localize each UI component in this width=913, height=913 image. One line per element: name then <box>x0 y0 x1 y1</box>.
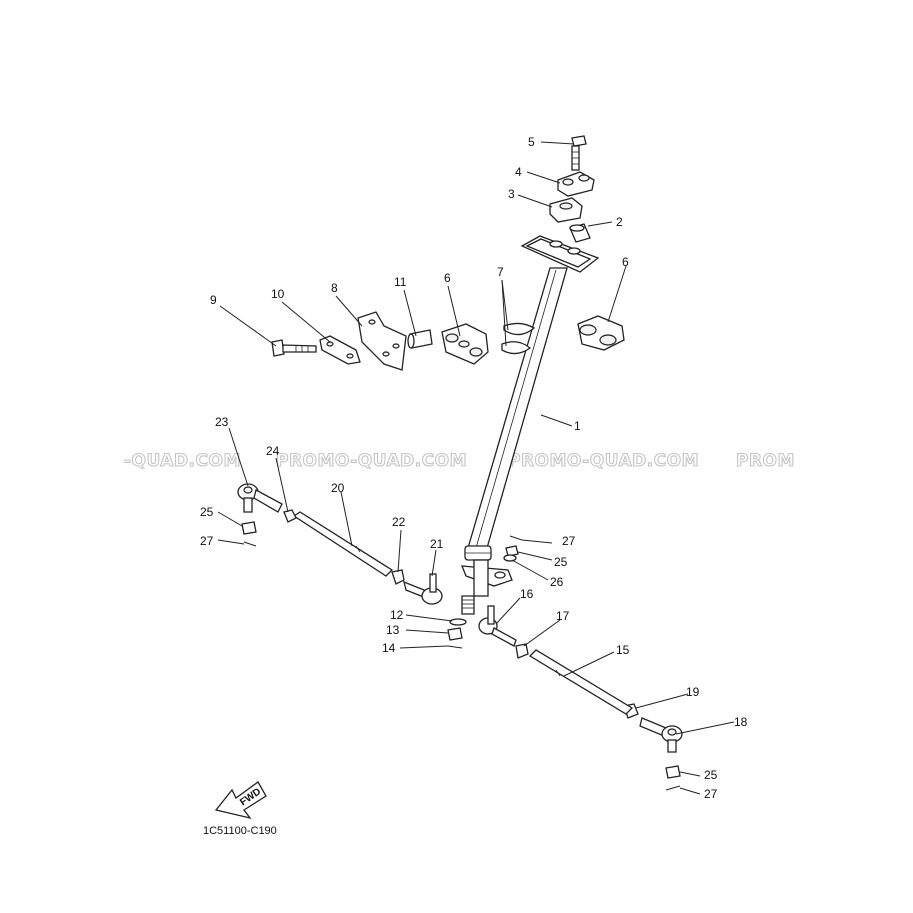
callout-25-left: 25 <box>200 505 214 519</box>
callout-20: 20 <box>331 481 345 495</box>
callout-27-left: 27 <box>200 534 214 548</box>
fwd-arrow-icon: FWD <box>214 781 267 820</box>
callout-6-left: 6 <box>444 271 451 285</box>
part-2-bushing <box>569 223 591 243</box>
callout-23: 23 <box>215 415 229 429</box>
part-20-tie-rod-left <box>292 511 394 577</box>
watermark-text-4: PROM <box>736 451 795 471</box>
watermark-text-3: PROMO-QUAD.COM <box>508 451 699 471</box>
callout-11: 11 <box>394 275 407 289</box>
callout-17: 17 <box>556 609 570 623</box>
part-23-rod-end-left <box>237 483 283 513</box>
part-9-bolt <box>271 339 317 357</box>
diagram-code: 1C51100-C190 <box>203 825 277 837</box>
callout-19: 19 <box>686 685 700 699</box>
callout-27-center: 27 <box>562 534 576 548</box>
callout-6-right: 6 <box>622 255 629 269</box>
small-hardware <box>241 521 681 791</box>
callout-24: 24 <box>266 444 280 458</box>
callout-10: 10 <box>271 287 285 301</box>
part-11-collar <box>407 329 433 349</box>
part-3-clamp <box>549 197 583 223</box>
part-21-rod-end <box>403 573 443 605</box>
callout-7: 7 <box>497 265 504 279</box>
callout-5: 5 <box>528 135 535 149</box>
callout-25-right: 25 <box>704 768 718 782</box>
part-6-clamp-left <box>441 323 489 365</box>
callout-18: 18 <box>734 715 748 729</box>
part-18-rod-end-right <box>639 717 683 753</box>
callout-27-right: 27 <box>704 787 718 801</box>
callout-2: 2 <box>616 215 623 229</box>
watermark: -QUAD.COM PROMO-QUAD.COM PROMO-QUAD.COM … <box>123 450 795 471</box>
callout-15: 15 <box>616 643 630 657</box>
part-8-bracket <box>357 311 407 371</box>
part-16-rod-end <box>478 605 517 647</box>
part-4-clamp <box>557 171 595 197</box>
callout-labels: 1 2 3 4 5 6 6 7 8 9 10 11 12 13 14 15 16… <box>200 135 748 801</box>
callout-8: 8 <box>331 281 338 295</box>
part-5-bolt <box>571 135 587 171</box>
callout-22: 22 <box>392 515 406 529</box>
callout-9: 9 <box>210 293 217 307</box>
part-10-plate <box>319 335 361 365</box>
part-7-bushings <box>501 322 536 355</box>
watermark-text-2: PROMO-QUAD.COM <box>276 451 467 471</box>
callout-4: 4 <box>515 165 522 179</box>
callout-14: 14 <box>382 641 396 655</box>
callout-16: 16 <box>520 587 534 601</box>
callout-1: 1 <box>574 419 581 433</box>
callout-26: 26 <box>550 575 564 589</box>
callout-12: 12 <box>390 608 404 622</box>
steering-column <box>461 235 600 615</box>
callout-13: 13 <box>386 623 400 637</box>
callout-25-center: 25 <box>554 555 568 569</box>
part-15-tie-rod-right <box>528 649 634 715</box>
watermark-text-1: -QUAD.COM <box>124 451 241 471</box>
callout-3: 3 <box>508 187 515 201</box>
part-6-clamp-right <box>577 315 625 351</box>
callout-21: 21 <box>430 537 444 551</box>
leader-lines <box>217 141 735 795</box>
